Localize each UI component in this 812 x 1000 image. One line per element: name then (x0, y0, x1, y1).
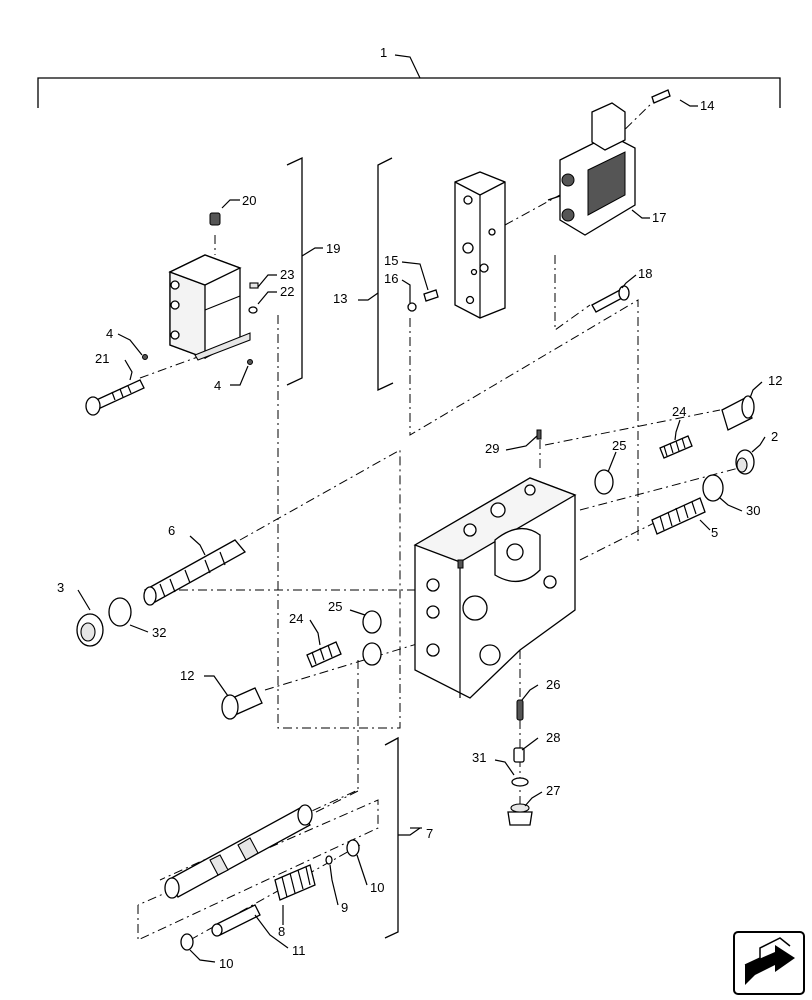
plug-part-12-upper (721, 395, 755, 431)
ball-part-4 (142, 354, 253, 365)
callout-11: 11 (292, 943, 306, 958)
callout-3: 3 (57, 580, 64, 595)
ring-part-9 (325, 855, 333, 865)
callout-16: 16 (384, 271, 398, 286)
retainer-part-10 (180, 839, 360, 951)
spring-part-28 (513, 747, 525, 763)
o-ring-part-30 (702, 474, 724, 502)
o-ring-part-25-upper (594, 469, 614, 495)
callout-5: 5 (711, 525, 718, 540)
pin-part-26 (516, 699, 524, 721)
callout-1: 1 (380, 45, 387, 60)
spool-part-7 (164, 804, 313, 899)
callout-30: 30 (746, 503, 760, 518)
bolt-part-18 (591, 285, 630, 313)
callout-21: 21 (95, 351, 109, 366)
spring-part-5 (651, 497, 706, 535)
plug-part-2 (735, 449, 755, 475)
pin-part-15 (423, 289, 439, 302)
plug-part-3 (76, 613, 104, 647)
callout-9: 9 (341, 900, 348, 915)
spool-part-6 (143, 539, 247, 606)
callout-28: 28 (546, 730, 560, 745)
leader-lines (77, 99, 766, 963)
pin-part-11 (211, 904, 261, 937)
callout-18: 18 (638, 266, 652, 281)
callout-12: 12 (180, 668, 194, 683)
screw-part-14 (651, 89, 671, 104)
callout-24: 24 (672, 404, 686, 419)
pin-part-23 (249, 282, 259, 289)
callout-31: 31 (472, 750, 486, 765)
o-ring-part-32 (108, 597, 132, 627)
callout-29: 29 (485, 441, 499, 456)
callout-24: 24 (289, 611, 303, 626)
spring-part-24-upper (659, 435, 693, 459)
callout-25: 25 (328, 599, 342, 614)
callout-2: 2 (771, 429, 778, 444)
callout-20: 20 (242, 193, 256, 208)
solenoid-part-17 (547, 102, 636, 236)
callout-6: 6 (168, 523, 175, 538)
o-ring-part-25-lower (362, 610, 382, 666)
set-screw-part-20 (209, 212, 221, 226)
bolt-part-21 (85, 379, 145, 416)
callout-23: 23 (280, 267, 294, 282)
o-ring-part-22 (248, 306, 258, 314)
callout-labels: 1 2 3 4 4 5 6 7 8 9 10 10 11 12 12 13 14… (57, 45, 782, 971)
end-cap-part-19 (168, 254, 251, 361)
spring-part-24-lower (306, 641, 342, 668)
callout-22: 22 (280, 284, 294, 299)
plug-part-27 (507, 803, 533, 826)
callout-17: 17 (652, 210, 666, 225)
valve-body (413, 477, 577, 699)
callout-26: 26 (546, 677, 560, 692)
callout-27: 27 (546, 783, 560, 798)
section-brackets (286, 156, 421, 939)
block-part-13 (454, 171, 506, 319)
callout-10: 10 (370, 880, 384, 895)
o-ring-part-31 (511, 777, 529, 787)
callout-14: 14 (700, 98, 714, 113)
assembly-bracket (37, 54, 781, 108)
o-ring-part-16 (407, 302, 417, 312)
callout-12: 12 (768, 373, 782, 388)
spring-part-8 (274, 864, 316, 901)
callout-25: 25 (612, 438, 626, 453)
next-page-arrow-icon[interactable] (733, 931, 805, 995)
callout-32: 32 (152, 625, 166, 640)
callout-19: 19 (326, 241, 340, 256)
callout-4: 4 (106, 326, 113, 341)
callout-13: 13 (333, 291, 347, 306)
callout-4: 4 (214, 378, 221, 393)
callout-7: 7 (426, 826, 433, 841)
callout-10: 10 (219, 956, 233, 971)
plug-part-12-lower (221, 687, 263, 720)
callout-8: 8 (278, 924, 285, 939)
pin-part-29 (536, 429, 542, 440)
callout-15: 15 (384, 253, 398, 268)
